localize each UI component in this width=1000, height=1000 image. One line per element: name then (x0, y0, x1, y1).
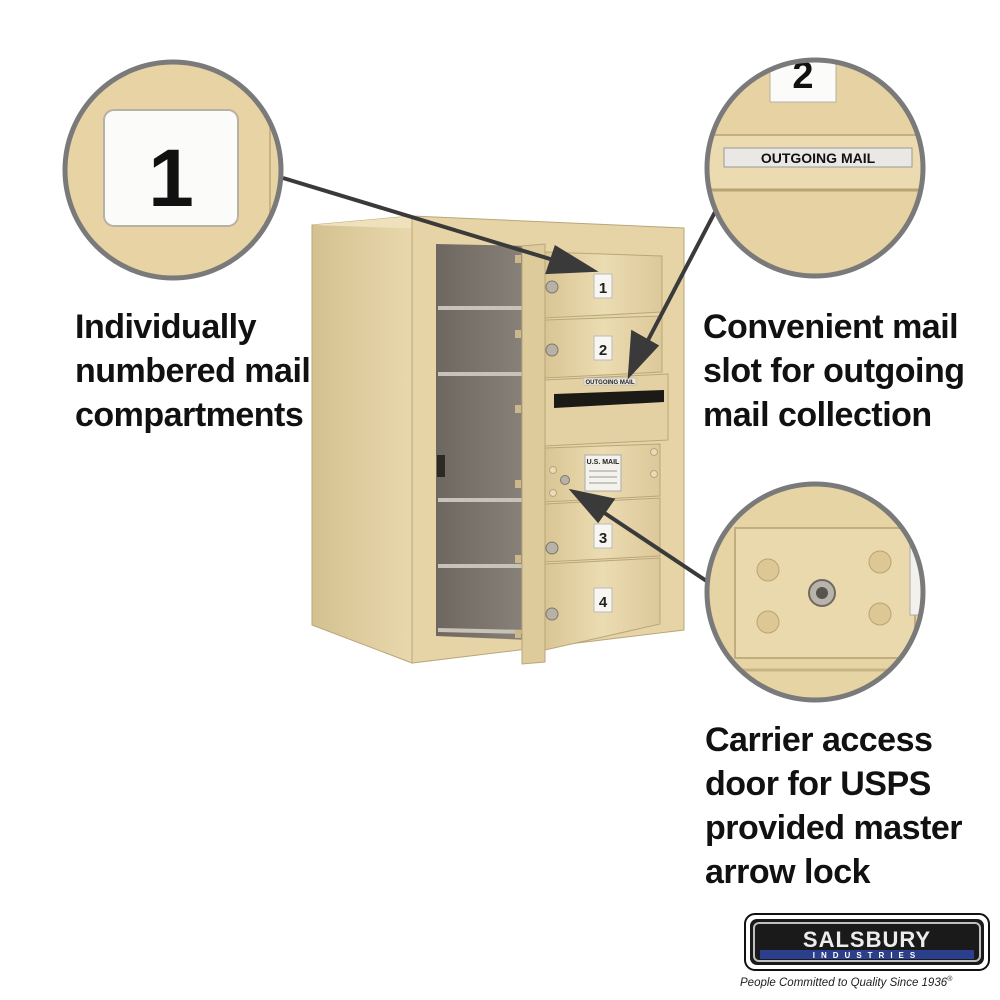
open-door-panel (521, 243, 546, 665)
master-arrow-lock (560, 475, 570, 485)
salsbury-logo: SALSBURY INDUSTRIES (744, 913, 990, 971)
interior-shelves (437, 306, 529, 634)
arrow-outgoing (644, 211, 717, 345)
outgoing-mail-slot: OUTGOING MAIL (544, 373, 669, 447)
registered-mark: ® (947, 976, 953, 983)
carrier-plate-label: U.S. MAIL (587, 459, 620, 466)
compartment-door-4: 4 (544, 557, 661, 651)
open-compartment-interior (436, 244, 530, 640)
door-number-4: 4 (599, 594, 608, 611)
zoom-circle-outgoing: 2 OUTGOING MAIL (704, 55, 926, 279)
callout-line: Carrier access (705, 721, 933, 759)
door-lock-4 (545, 607, 559, 621)
callout-numbered-text: Individually numbered mail compartments (75, 305, 311, 437)
mailbox-side-panel (311, 215, 413, 664)
tagline-text: People Committed to Quality Since 1936 (740, 976, 948, 989)
callout-arrows (282, 176, 717, 584)
zoom-number-2: 2 (792, 55, 813, 97)
callout-line: provided master (705, 809, 963, 847)
arrow-carrier (598, 508, 710, 584)
door-number-1: 1 (599, 280, 607, 297)
arrow-numbered (282, 176, 561, 264)
door-lock-3 (545, 541, 559, 555)
zoom-number-1: 1 (148, 133, 194, 224)
callout-carrier-text: Carrier access door for USPS provided ma… (705, 718, 963, 894)
callout-line: Individually (75, 308, 257, 346)
logo-name: SALSBURY (803, 927, 931, 952)
callout-line: numbered mail (75, 352, 311, 390)
callout-outgoing-text: Convenient mail slot for outgoing mail c… (703, 305, 965, 437)
logo-sub: INDUSTRIES (813, 951, 921, 960)
zoom-plate-outgoing: OUTGOING MAIL (761, 150, 876, 166)
callout-line: Convenient mail (703, 308, 959, 346)
brand-tagline: People Committed to Quality Since 1936® (740, 976, 998, 989)
zoom-circle-carrier (704, 481, 926, 703)
callout-line: mail collection (703, 396, 932, 434)
door-lock-1 (545, 280, 559, 294)
carrier-access-door: U.S. MAIL (544, 443, 661, 503)
zoom-circle-numbered: 1 (62, 59, 284, 281)
callout-line: arrow lock (705, 853, 871, 891)
callout-line: door for USPS (705, 765, 931, 803)
callout-line: compartments (75, 396, 304, 434)
mailbox-unit: 1 2 OUTGOING MAIL U.S. MAIL (311, 215, 685, 665)
callout-line: slot for outgoing (703, 352, 965, 390)
door-latch (437, 455, 445, 477)
door-number-2: 2 (599, 342, 607, 359)
door-lock-2 (545, 343, 559, 357)
slot-plate-label: OUTGOING MAIL (586, 380, 635, 386)
compartment-door-3: 3 (544, 497, 661, 563)
door-number-3: 3 (599, 530, 607, 547)
